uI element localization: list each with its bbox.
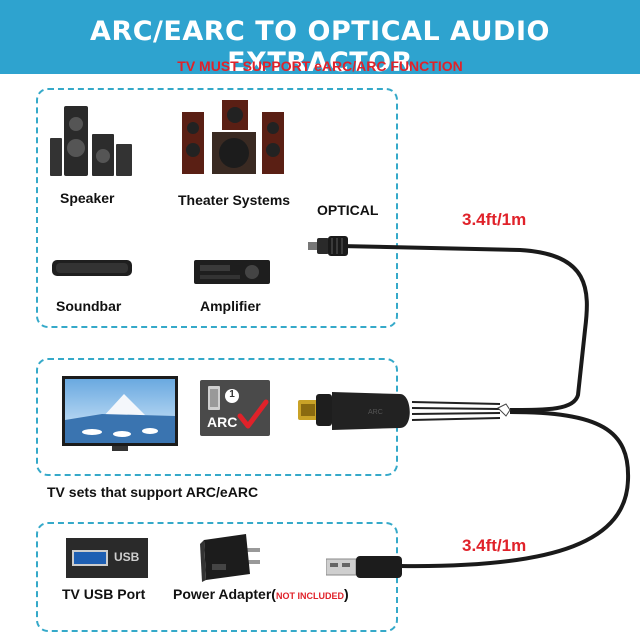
power-adapter-text: Power Adapter( xyxy=(173,586,276,602)
power-adapter-label: Power Adapter(NOT INCLUDED) xyxy=(173,586,349,602)
soundbar-icon xyxy=(52,260,132,276)
power-adapter-close: ) xyxy=(343,586,349,602)
page-subtitle: TV MUST SUPPORT eARC/ARC FUNCTION xyxy=(177,58,463,74)
usb-port-panel: USB xyxy=(66,538,148,578)
splitter-lines xyxy=(411,401,511,421)
tv-support-label: TV sets that support ARC/eARC xyxy=(47,484,259,500)
usb-cable xyxy=(399,410,631,569)
amplifier-icon xyxy=(194,260,270,284)
audio-devices-panel xyxy=(36,88,398,328)
optical-cable xyxy=(339,244,589,412)
svg-text:ARC: ARC xyxy=(368,409,383,416)
usb-port-text: USB xyxy=(114,550,140,564)
soundbar-label: Soundbar xyxy=(56,298,122,314)
usb-plug-icon xyxy=(326,556,402,578)
header-banner: ARC/EARC TO OPTICAL AUDIO EXTRACTOR xyxy=(0,0,640,78)
arc-text: ARC xyxy=(207,414,238,430)
optical-plug-icon xyxy=(308,236,348,256)
hdmi-port-icon xyxy=(208,386,269,429)
optical-label: OPTICAL xyxy=(317,202,379,218)
bottom-cable-length: 3.4ft/1m xyxy=(462,536,527,555)
usb-port-label: TV USB Port xyxy=(62,586,146,602)
tv-icon xyxy=(62,376,178,451)
arc-port-badge: 1 ARC xyxy=(200,380,270,436)
amplifier-label: Amplifier xyxy=(200,298,261,314)
speaker-icon xyxy=(50,106,132,176)
power-adapter-icon xyxy=(200,534,260,582)
page-title: ARC/EARC TO OPTICAL AUDIO EXTRACTOR xyxy=(90,16,550,78)
hdmi-plug-icon: ARC xyxy=(298,392,410,430)
theater-systems-label: Theater Systems xyxy=(178,192,291,208)
not-included-note: NOT INCLUDED xyxy=(275,591,344,601)
theater-system-icon xyxy=(182,100,284,174)
top-cable-length: 3.4ft/1m xyxy=(462,210,527,229)
speaker-label: Speaker xyxy=(60,190,115,206)
arc-number: 1 xyxy=(229,389,235,400)
usb-port-icon xyxy=(72,550,108,566)
